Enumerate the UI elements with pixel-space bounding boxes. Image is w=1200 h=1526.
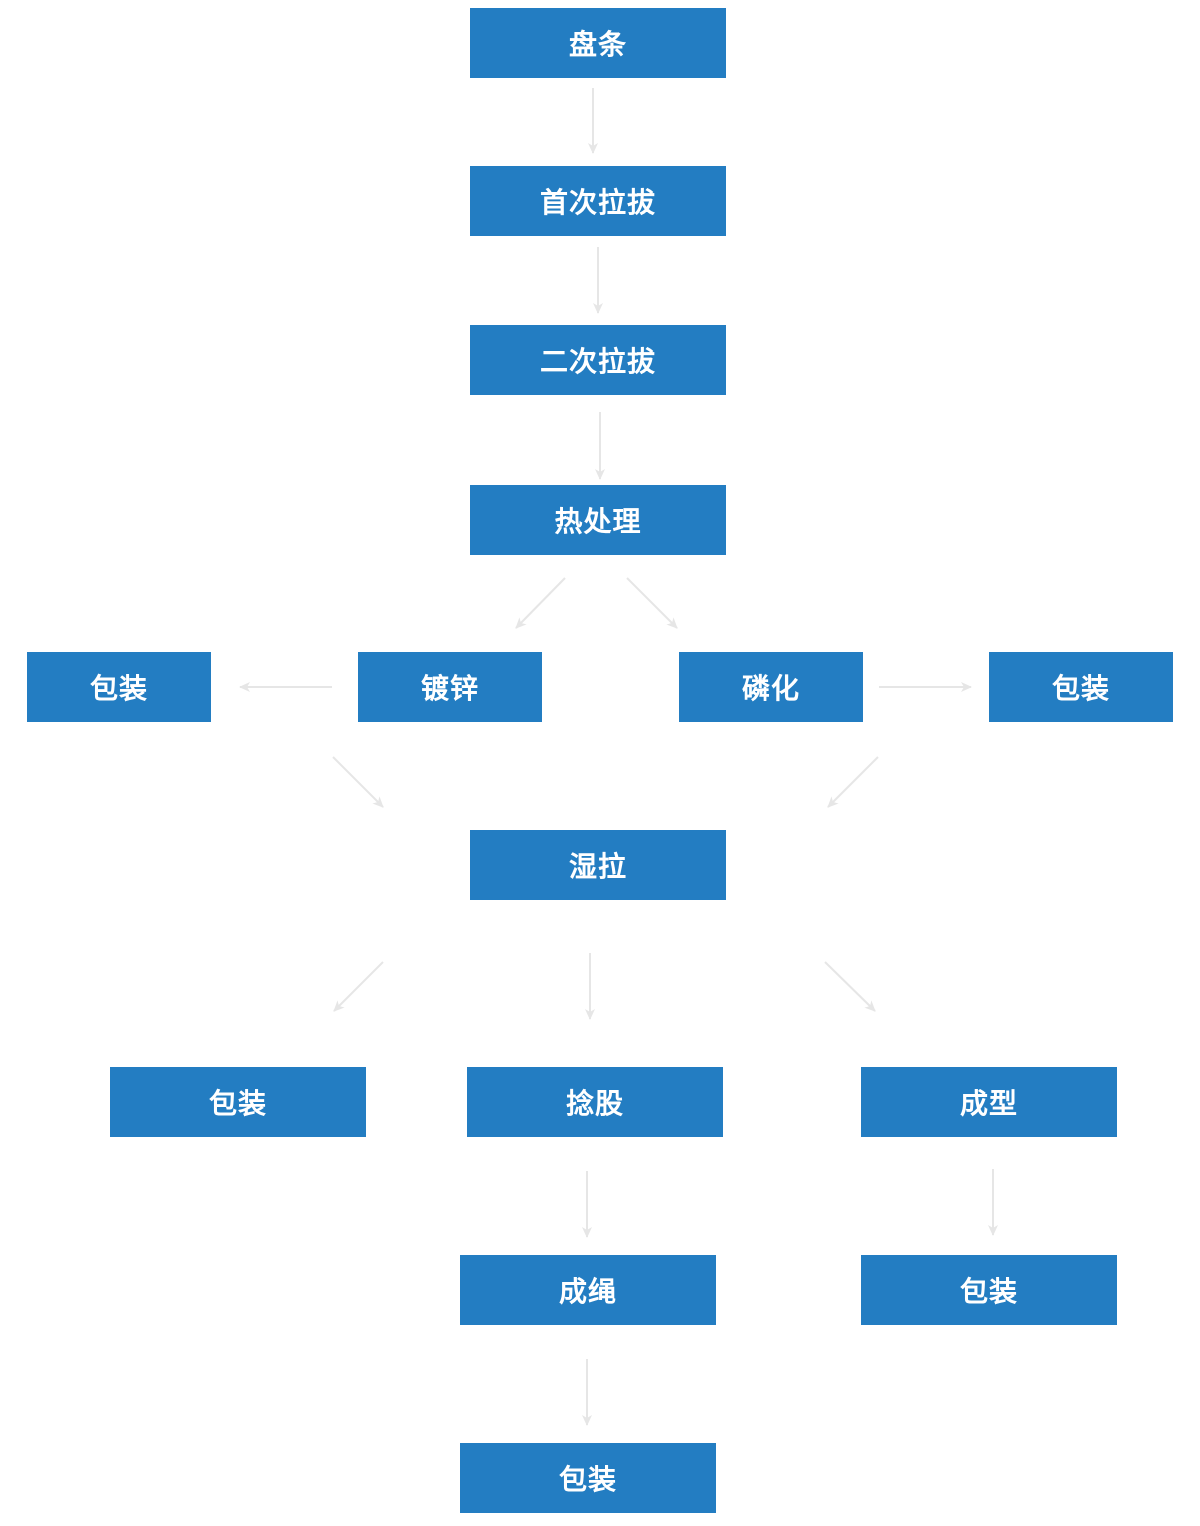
node-wet-drawing: 湿拉 [470, 830, 726, 900]
node-coil: 盘条 [470, 8, 726, 78]
arrow-heat-treatment-to-phosphating [626, 577, 678, 629]
arrow-galvanizing-to-wet-drawing [332, 756, 384, 808]
node-packaging-left: 包装 [27, 652, 211, 722]
node-heat-treatment: 热处理 [470, 485, 726, 555]
node-packaging-wet: 包装 [110, 1067, 366, 1137]
node-second-drawing: 二次拉拔 [470, 325, 726, 395]
node-stranding: 捻股 [467, 1067, 723, 1137]
node-packaging-forming: 包装 [861, 1255, 1117, 1325]
arrow-heat-treatment-to-galvanizing [515, 577, 566, 629]
node-packaging-final: 包装 [460, 1443, 716, 1513]
node-rope-making: 成绳 [460, 1255, 716, 1325]
arrow-wet-drawing-to-forming [824, 961, 876, 1012]
node-phosphating: 磷化 [679, 652, 863, 722]
node-galvanizing: 镀锌 [358, 652, 542, 722]
node-first-drawing: 首次拉拔 [470, 166, 726, 236]
node-forming: 成型 [861, 1067, 1117, 1137]
node-packaging-right: 包装 [989, 652, 1173, 722]
arrow-wet-drawing-to-packaging [333, 961, 384, 1012]
arrow-phosphating-to-wet-drawing [827, 756, 879, 808]
